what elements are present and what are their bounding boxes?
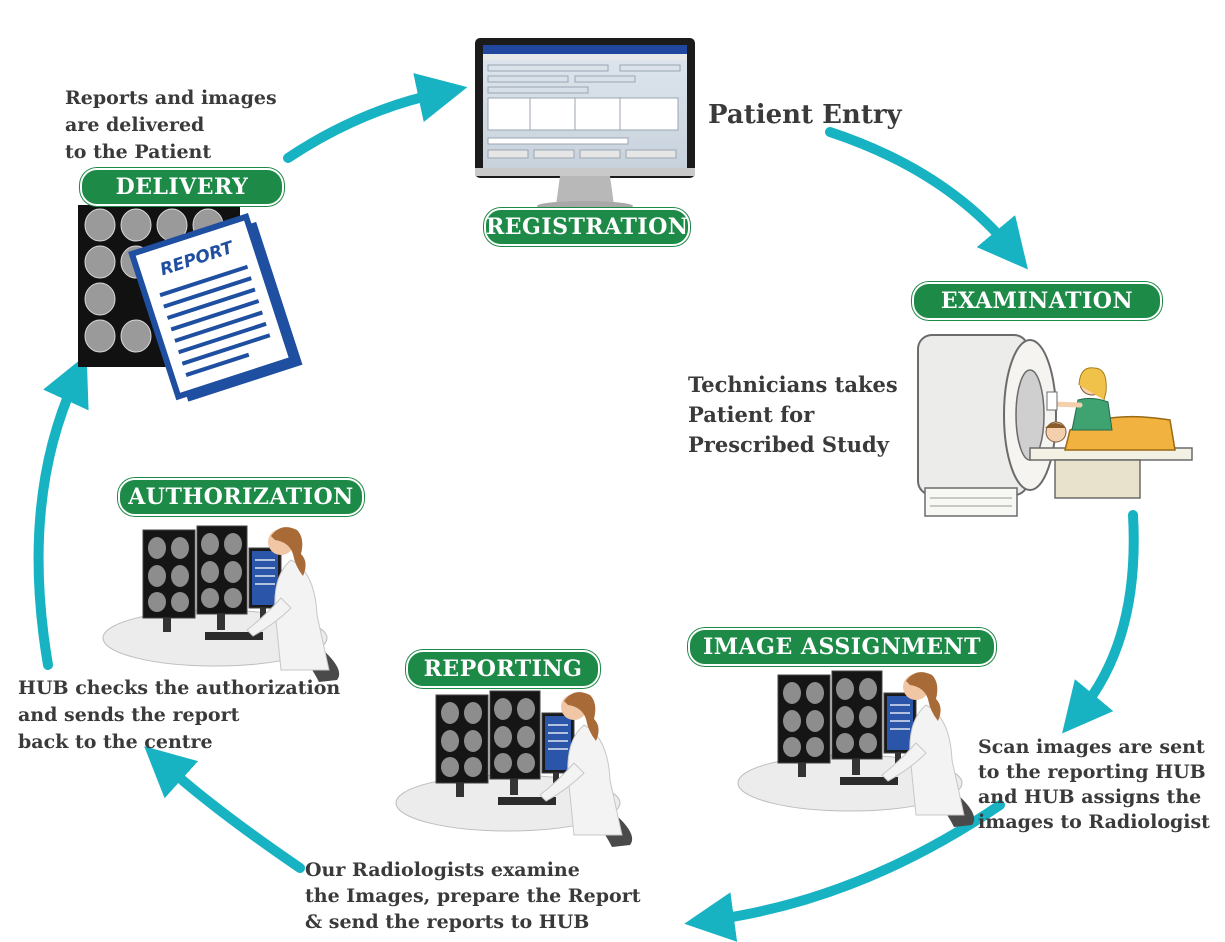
caption-image-assignment: Scan images are sent to the reporting HU… bbox=[978, 736, 1210, 833]
caption-delivery: Reports and images are delivered to the … bbox=[65, 87, 277, 163]
arrow-reporting-to-authorization bbox=[144, 746, 305, 873]
arrow-registration-to-examination bbox=[825, 127, 1028, 270]
caption-authorization: HUB checks the authorization and sends t… bbox=[18, 677, 341, 753]
caption-reporting: Our Radiologists examine the Images, pre… bbox=[305, 859, 641, 933]
cycle-arrows bbox=[33, 73, 1139, 942]
radiologist-workstation-icon bbox=[395, 690, 633, 847]
badge-authorization: AUTHORIZATION bbox=[118, 478, 364, 516]
caption-registration: Patient Entry bbox=[708, 100, 902, 130]
arrow-delivery-to-registration bbox=[283, 73, 468, 163]
badge-reporting: REPORTING bbox=[406, 650, 600, 688]
mri-scanner-icon bbox=[917, 334, 1193, 517]
badge-delivery: DELIVERY bbox=[80, 168, 284, 206]
arrow-assignment-to-reporting bbox=[684, 800, 1005, 942]
caption-examination: Technicians takes Patient for Prescribed… bbox=[688, 372, 898, 457]
badge-examination: EXAMINATION bbox=[912, 282, 1162, 320]
arrow-examination-to-assignment bbox=[1062, 510, 1139, 734]
report-document-icon: REPORT bbox=[128, 213, 303, 402]
arrow-authorization-to-delivery bbox=[33, 354, 89, 670]
badge-registration: REGISTRATION bbox=[484, 208, 690, 246]
computer-monitor-icon bbox=[475, 38, 695, 211]
radiologist-workstation-icon bbox=[102, 525, 340, 682]
badge-image-assignment: IMAGE ASSIGNMENT bbox=[688, 628, 996, 666]
radiologist-workstation-icon bbox=[737, 670, 975, 827]
